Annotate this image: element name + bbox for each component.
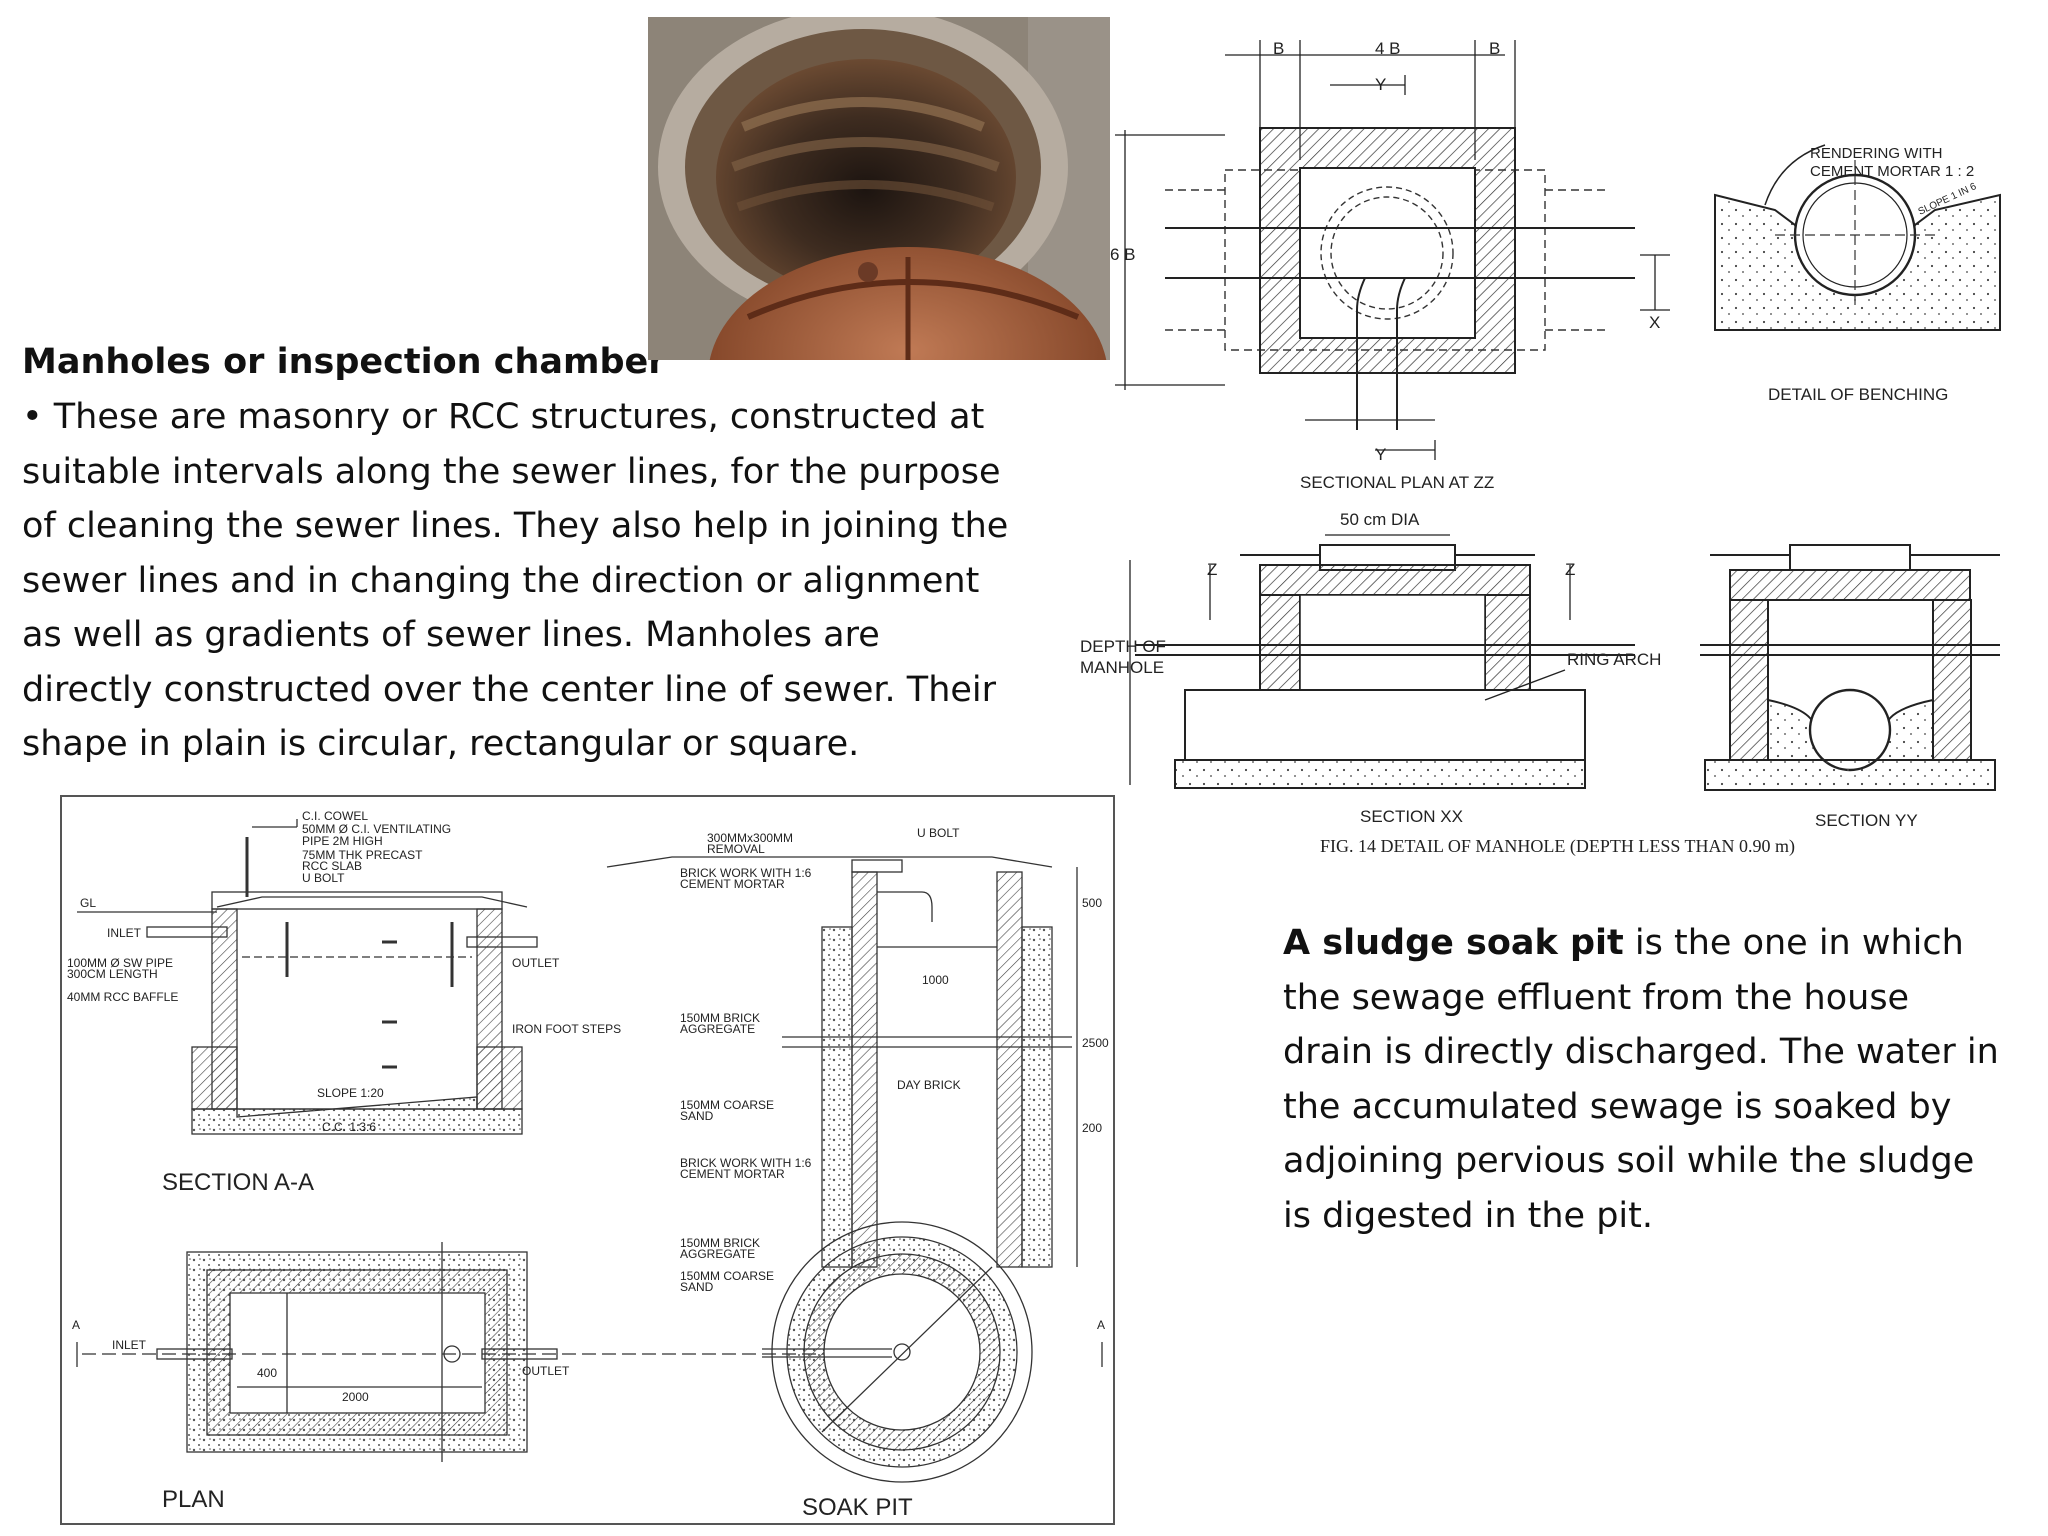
soak-pit-term: A sludge soak pit [1283, 923, 1624, 963]
soak-sand-label-2: SAND [680, 1280, 714, 1294]
manhole-photo [648, 17, 1110, 360]
rendering-label-1: RENDERING WITH [1810, 145, 1943, 162]
septic-plan [76, 1242, 852, 1462]
dia-label: 50 cm DIA [1340, 510, 1420, 529]
day-brick-label: DAY BRICK [897, 1078, 961, 1092]
text-line: the accumulated sewage is soaked by [1283, 1086, 1952, 1127]
outlet-label-section: OUTLET [512, 956, 560, 970]
slope-label-section: SLOPE 1:20 [317, 1086, 384, 1100]
removal-label-1: 300MMx300MM [707, 831, 793, 845]
soak-pit-description: A sludge soak pit is the one in which th… [1283, 916, 2043, 1243]
benching-caption: DETAIL OF BENCHING [1768, 385, 1948, 404]
soak-sand-label-1: 150MM COARSE [680, 1269, 774, 1283]
outlet-label-plan: OUTLET [522, 1364, 570, 1378]
agg-label-1: 150MM BRICK [680, 1011, 760, 1025]
sand-label-1: 150MM COARSE [680, 1098, 774, 1112]
ubolt-label: U BOLT [302, 871, 345, 885]
brick-bottom-label-1: BRICK WORK WITH 1:6 [680, 1156, 812, 1170]
agg-label-2: AGGREGATE [680, 1022, 755, 1036]
brick-label-1: BRICK WORK WITH 1:6 [680, 866, 812, 880]
brick-label-2: CEMENT MORTAR [680, 877, 785, 891]
depth-label-2: MANHOLE [1080, 658, 1164, 677]
steps-label: IRON FOOT STEPS [512, 1022, 621, 1036]
section-marker-a-left: A [72, 1318, 80, 1332]
figure-caption: FIG. 14 DETAIL OF MANHOLE (DEPTH LESS TH… [1320, 836, 1795, 857]
dim-y-bottom: Y [1375, 445, 1386, 464]
section-marker-a-right: A [1097, 1318, 1105, 1332]
dim-4b: 4 B [1375, 39, 1401, 58]
text-line: sewer lines and in changing the directio… [22, 560, 980, 601]
vent-label-1: 50MM Ø C.I. VENTILATING [302, 822, 451, 836]
soak-pit-plan [762, 1221, 1103, 1483]
plan-caption: SECTIONAL PLAN AT ZZ [1300, 473, 1494, 492]
benching-detail [1714, 144, 2001, 331]
inlet-label: INLET [107, 926, 142, 940]
dim-b-right: B [1489, 39, 1500, 58]
ci-cowl-label: C.I. COWEL [302, 809, 368, 823]
z-left: Z [1207, 560, 1217, 579]
dim-y-top: Y [1375, 75, 1386, 94]
text-line: is digested in the pit. [1283, 1195, 1653, 1236]
manhole-description: • These are masonry or RCC structures, c… [22, 390, 1092, 772]
ubolt-label-soak: U BOLT [917, 826, 960, 840]
gl-label: GL [80, 896, 96, 910]
section-yy-caption: SECTION YY [1815, 811, 1918, 830]
inlet-label-plan: INLET [112, 1338, 147, 1352]
removal-label-2: REMOVAL [707, 842, 765, 856]
dim-2500: 2500 [1082, 1036, 1109, 1050]
section-heading-manholes: Manholes or inspection chamber [22, 342, 666, 382]
septic-soak-pit-drawing: C.I. COWEL 50MM Ø C.I. VENTILATING PIPE … [60, 795, 1115, 1525]
dim-500: 500 [1082, 896, 1102, 910]
plan-caption-septic: PLAN [162, 1486, 225, 1513]
ring-arch-label: RING ARCH [1567, 650, 1661, 669]
dim-x: X [1649, 313, 1660, 332]
section-a-a-caption: SECTION A-A [162, 1169, 314, 1196]
section-yy [1700, 544, 2000, 791]
section-a-a [77, 819, 538, 1135]
text-line: as well as gradients of sewer lines. Man… [22, 615, 880, 655]
soak-pit-section [606, 856, 1078, 1268]
vent-label-2: PIPE 2M HIGH [302, 834, 383, 848]
text-line: A sludge soak pit is the one in which [1283, 916, 2043, 971]
pipe-label-1: 100MM Ø SW PIPE [67, 956, 173, 970]
soak-agg-label-1: 150MM BRICK [680, 1236, 760, 1250]
rendering-label-2: CEMENT MORTAR 1 : 2 [1810, 163, 1974, 180]
soak-pit-first-line: is the one in which [1623, 923, 1964, 963]
z-right: Z [1565, 560, 1575, 579]
text-line: • These are masonry or RCC structures, c… [22, 397, 985, 437]
text-line: the sewage effluent from the house [1283, 977, 1910, 1018]
soak-pit-caption: SOAK PIT [802, 1494, 913, 1521]
slab-label-1: 75MM THK PRECAST [302, 848, 423, 862]
dim-1000: 1000 [922, 973, 949, 987]
section-xx-caption: SECTION XX [1360, 807, 1463, 826]
pipe-label-2: 300CM LENGTH [67, 967, 158, 981]
slab-label-2: RCC SLAB [302, 859, 362, 873]
section-xx [1129, 534, 1635, 789]
dim-6b: 6 B [1110, 245, 1136, 264]
sectional-plan [1165, 127, 1635, 460]
dim-400: 400 [257, 1366, 277, 1380]
text-line: drain is directly discharged. The water … [1283, 1032, 1999, 1072]
baffle-label: 40MM RCC BAFFLE [67, 990, 178, 1004]
text-line: shape in plain is circular, rectangular … [22, 724, 860, 764]
text-line: adjoining pervious soil while the sludge [1283, 1141, 1975, 1181]
sand-label-2: SAND [680, 1109, 714, 1123]
manhole-detail-drawing: B 4 B B Y 6 B X Y SECTIONAL PLAN AT ZZ [1075, 10, 2045, 865]
cc-label: C.C. 1:3:6 [322, 1120, 376, 1134]
text-line: directly constructed over the center lin… [22, 669, 997, 710]
dim-200: 200 [1082, 1121, 1102, 1135]
brick-bottom-label-2: CEMENT MORTAR [680, 1167, 785, 1181]
text-line: suitable intervals along the sewer lines… [22, 451, 1001, 492]
text-line: of cleaning the sewer lines. They also h… [22, 506, 1009, 546]
dim-b-left: B [1273, 39, 1284, 58]
dim-2000: 2000 [342, 1390, 369, 1404]
soak-agg-label-2: AGGREGATE [680, 1247, 755, 1261]
depth-label-1: DEPTH OF [1080, 637, 1166, 656]
